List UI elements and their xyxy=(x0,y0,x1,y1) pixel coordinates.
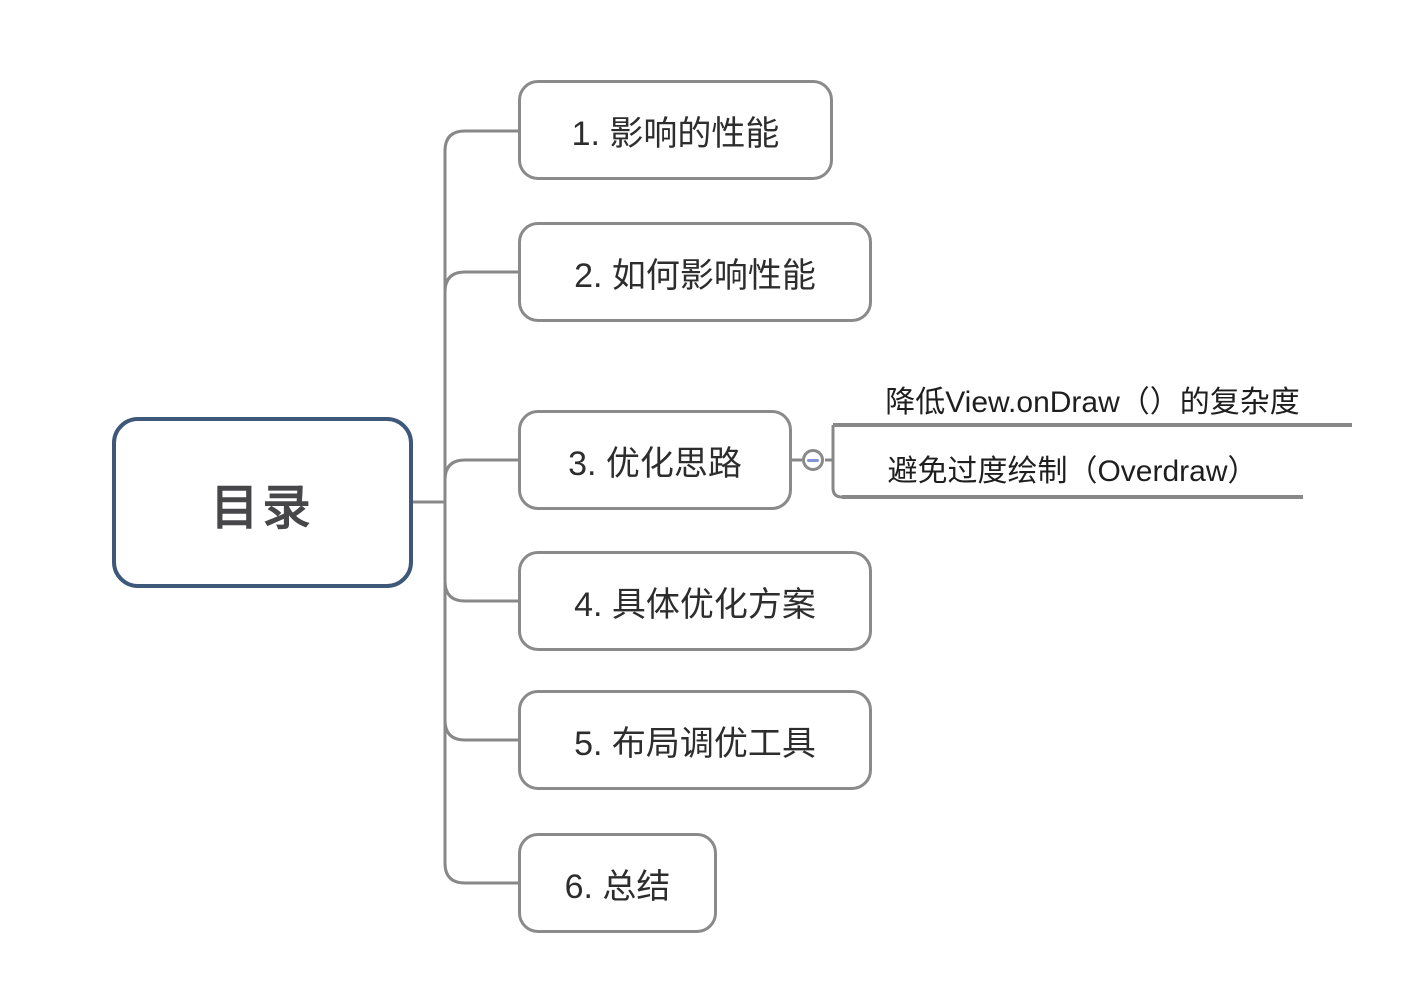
subtopic-node-1[interactable]: 降低View.onDraw（）的复杂度 xyxy=(833,377,1352,421)
connector-branch-3 xyxy=(443,458,518,481)
connector-branch-4 xyxy=(443,580,518,603)
subtopic-node-label: 避免过度绘制（Overdraw） xyxy=(887,455,1258,488)
topic-node-4[interactable]: 4. 具体优化方案 xyxy=(518,551,872,651)
topic-node-1[interactable]: 1. 影响的性能 xyxy=(518,80,833,180)
topic-node-5[interactable]: 5. 布局调优工具 xyxy=(518,690,872,790)
connector-branch-5 xyxy=(443,719,518,742)
topic-node-label: 1. 影响的性能 xyxy=(571,114,780,153)
connector-branch-2 xyxy=(443,270,518,293)
collapse-toggle-button[interactable] xyxy=(802,449,824,471)
topic-node-label: 4. 具体优化方案 xyxy=(574,585,816,624)
root-node-label: 目录 xyxy=(210,481,315,535)
root-node[interactable]: 目录 xyxy=(112,417,413,588)
topic-node-6[interactable]: 6. 总结 xyxy=(518,833,717,933)
topic-node-label: 6. 总结 xyxy=(564,867,671,906)
topic-node-label: 3. 优化思路 xyxy=(568,444,742,483)
connector-branch-6 xyxy=(443,862,518,885)
connector-branch-1 xyxy=(443,129,518,152)
subtopic-node-2[interactable]: 避免过度绘制（Overdraw） xyxy=(842,446,1303,490)
topic-node-3[interactable]: 3. 优化思路 xyxy=(518,410,792,510)
connector-subtree-bracket xyxy=(831,425,843,499)
subtopic-node-label: 降低View.onDraw（）的复杂度 xyxy=(885,386,1300,419)
topic-node-2[interactable]: 2. 如何影响性能 xyxy=(518,222,872,322)
topic-node-label: 2. 如何影响性能 xyxy=(574,256,816,295)
topic-node-label: 5. 布局调优工具 xyxy=(574,724,816,763)
minus-icon xyxy=(807,458,819,462)
